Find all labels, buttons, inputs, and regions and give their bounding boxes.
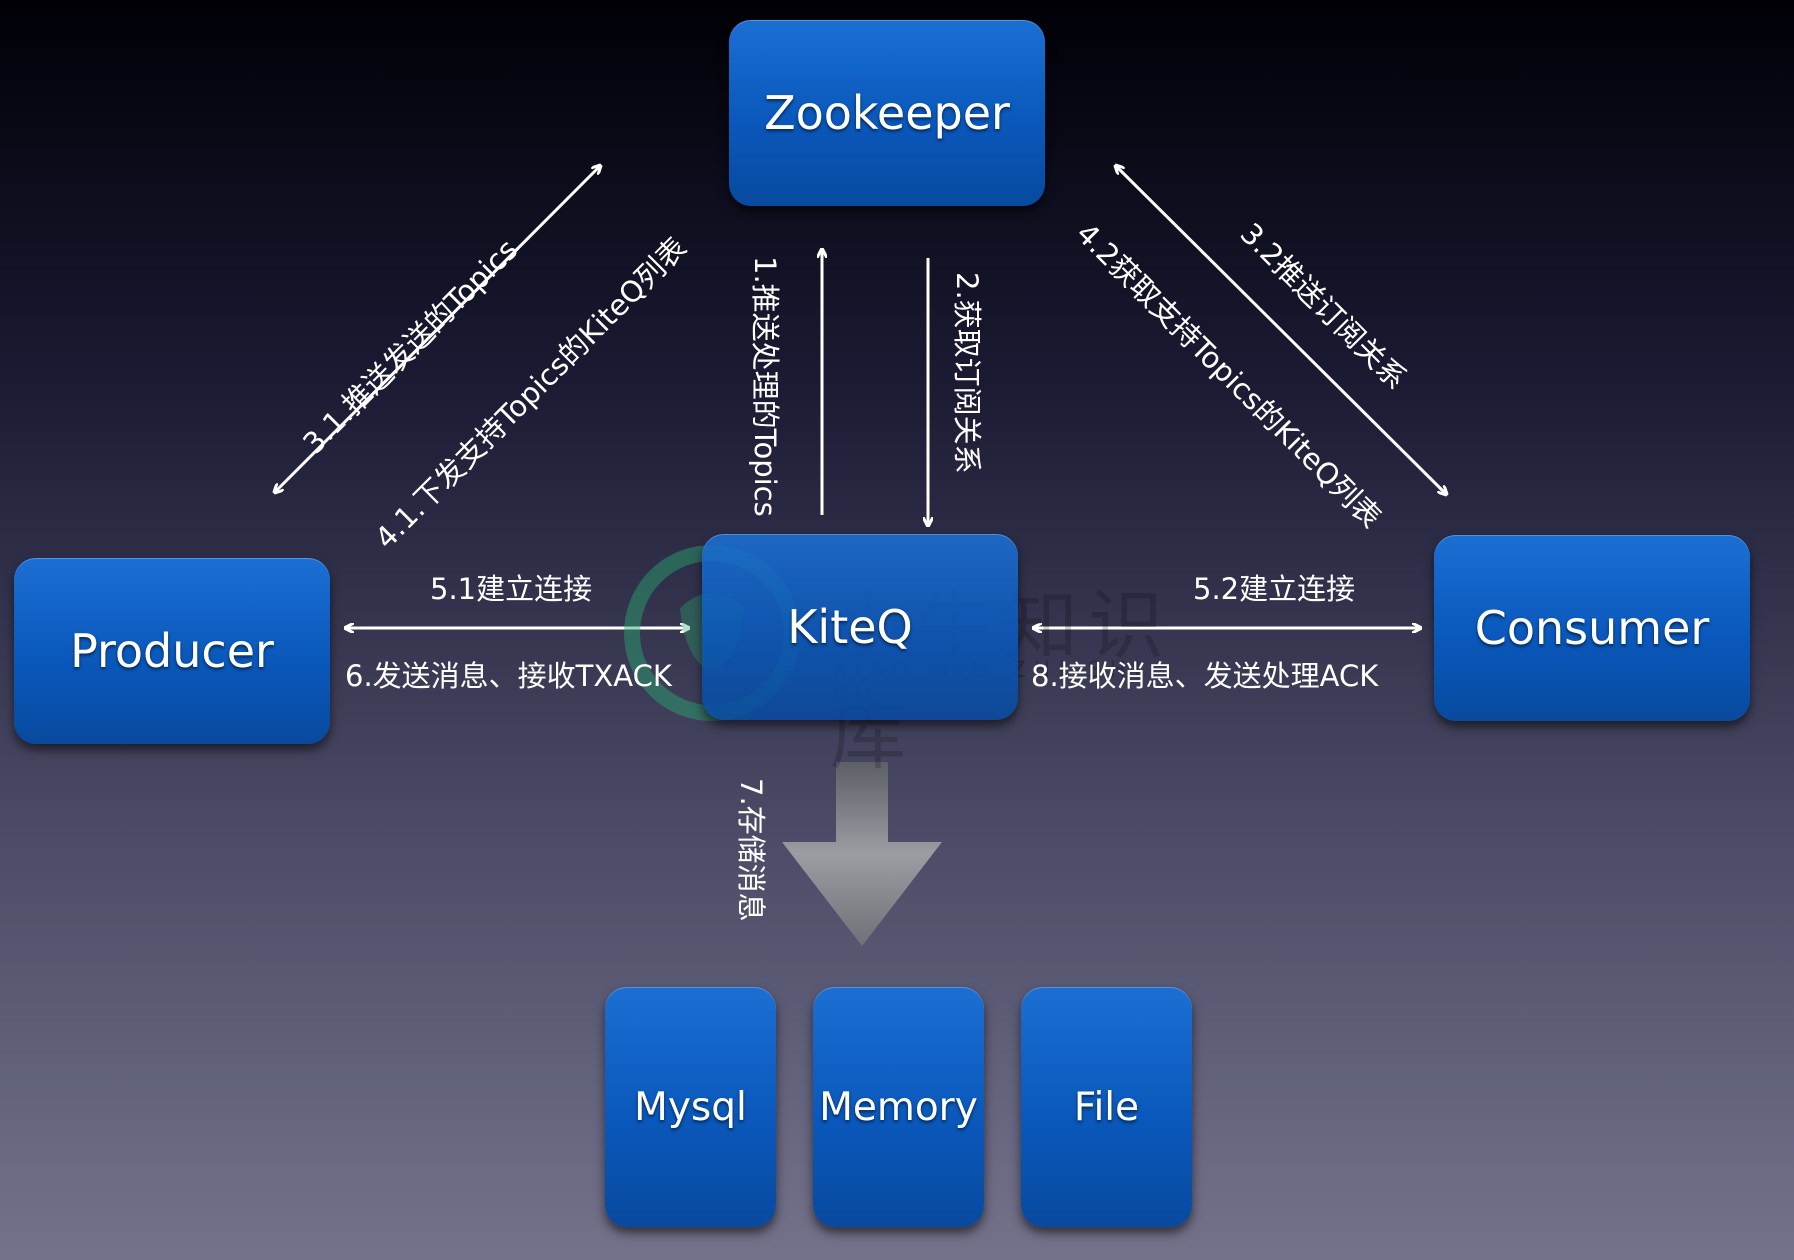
file-label: File xyxy=(1073,1084,1140,1130)
kiteq-label: KiteQ xyxy=(787,600,913,654)
memory-label: Memory xyxy=(819,1084,978,1130)
producer-label: Producer xyxy=(70,624,274,678)
mysql-label: Mysql xyxy=(634,1084,747,1130)
zookeeper-node: Zookeeper xyxy=(729,20,1045,206)
store-down-arrow xyxy=(782,762,942,946)
arrow-zookeeper-consumer xyxy=(1116,166,1446,494)
label-push-topics: 1.推送处理的Topics xyxy=(748,256,782,517)
consumer-label: Consumer xyxy=(1474,601,1710,655)
consumer-node: Consumer xyxy=(1434,535,1750,721)
label-producer-connect: 5.1建立连接 xyxy=(430,572,593,606)
producer-node: Producer xyxy=(14,558,330,744)
kiteq-node: KiteQ xyxy=(702,534,1018,720)
mysql-node: Mysql xyxy=(605,987,776,1227)
file-node: File xyxy=(1021,987,1192,1227)
label-store: 7.存储消息 xyxy=(734,778,768,922)
label-consumer-connect: 5.2建立连接 xyxy=(1193,572,1356,606)
memory-node: Memory xyxy=(813,987,984,1227)
label-get-subscriptions: 2.获取订阅关系 xyxy=(950,272,984,474)
arrow-producer-zookeeper xyxy=(275,166,600,492)
zookeeper-label: Zookeeper xyxy=(764,86,1010,140)
label-producer-send: 6.发送消息、接收TXACK xyxy=(345,659,672,693)
label-consumer-receive: 8.接收消息、发送处理ACK xyxy=(1031,659,1379,693)
